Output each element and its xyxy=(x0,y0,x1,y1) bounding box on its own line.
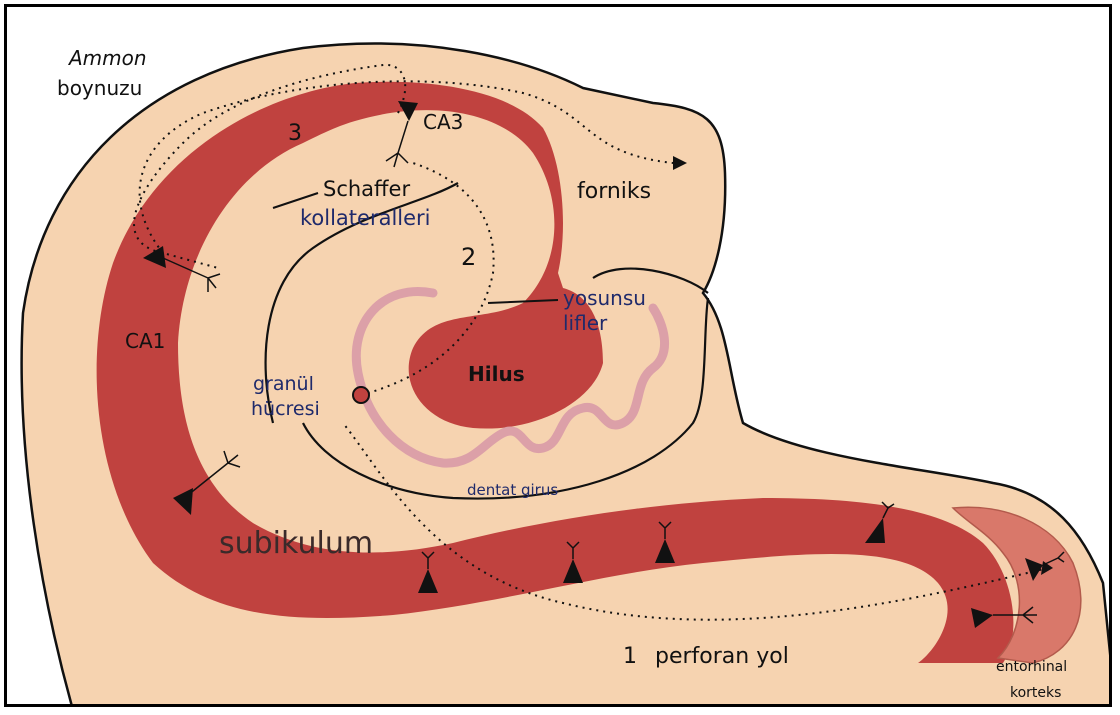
label-num1: 1 xyxy=(623,644,637,669)
diagram-frame: Ammon boynuzu CA3 3 Schaffer kollaterall… xyxy=(4,4,1112,707)
label-schaffer: Schaffer xyxy=(323,177,410,201)
hippocampus-diagram: Ammon boynuzu CA3 3 Schaffer kollaterall… xyxy=(7,7,1112,707)
label-yosunsu: yosunsu xyxy=(563,286,646,310)
label-boynuzu: boynuzu xyxy=(57,76,142,100)
label-ca1: CA1 xyxy=(125,329,165,353)
label-ammon: Ammon xyxy=(67,46,147,70)
granule-cell xyxy=(353,387,369,403)
label-perforan-yol: perforan yol xyxy=(655,644,789,669)
label-hucresi: hücresi xyxy=(251,398,320,420)
label-hilus: Hilus xyxy=(468,362,525,386)
label-entorhinal: entorhinal xyxy=(996,659,1067,675)
label-granul: granül xyxy=(253,373,314,395)
label-num3: 3 xyxy=(288,121,302,146)
label-lifler: lifler xyxy=(563,311,608,335)
label-kollateralleri: kollateralleri xyxy=(300,206,431,230)
label-subikulum: subikulum xyxy=(219,526,373,561)
label-ca3: CA3 xyxy=(423,110,463,134)
label-forniks: forniks xyxy=(577,179,651,204)
label-korteks: korteks xyxy=(1010,685,1061,701)
label-num2: 2 xyxy=(461,243,476,271)
label-dentat-girus: dentat girus xyxy=(467,481,558,499)
